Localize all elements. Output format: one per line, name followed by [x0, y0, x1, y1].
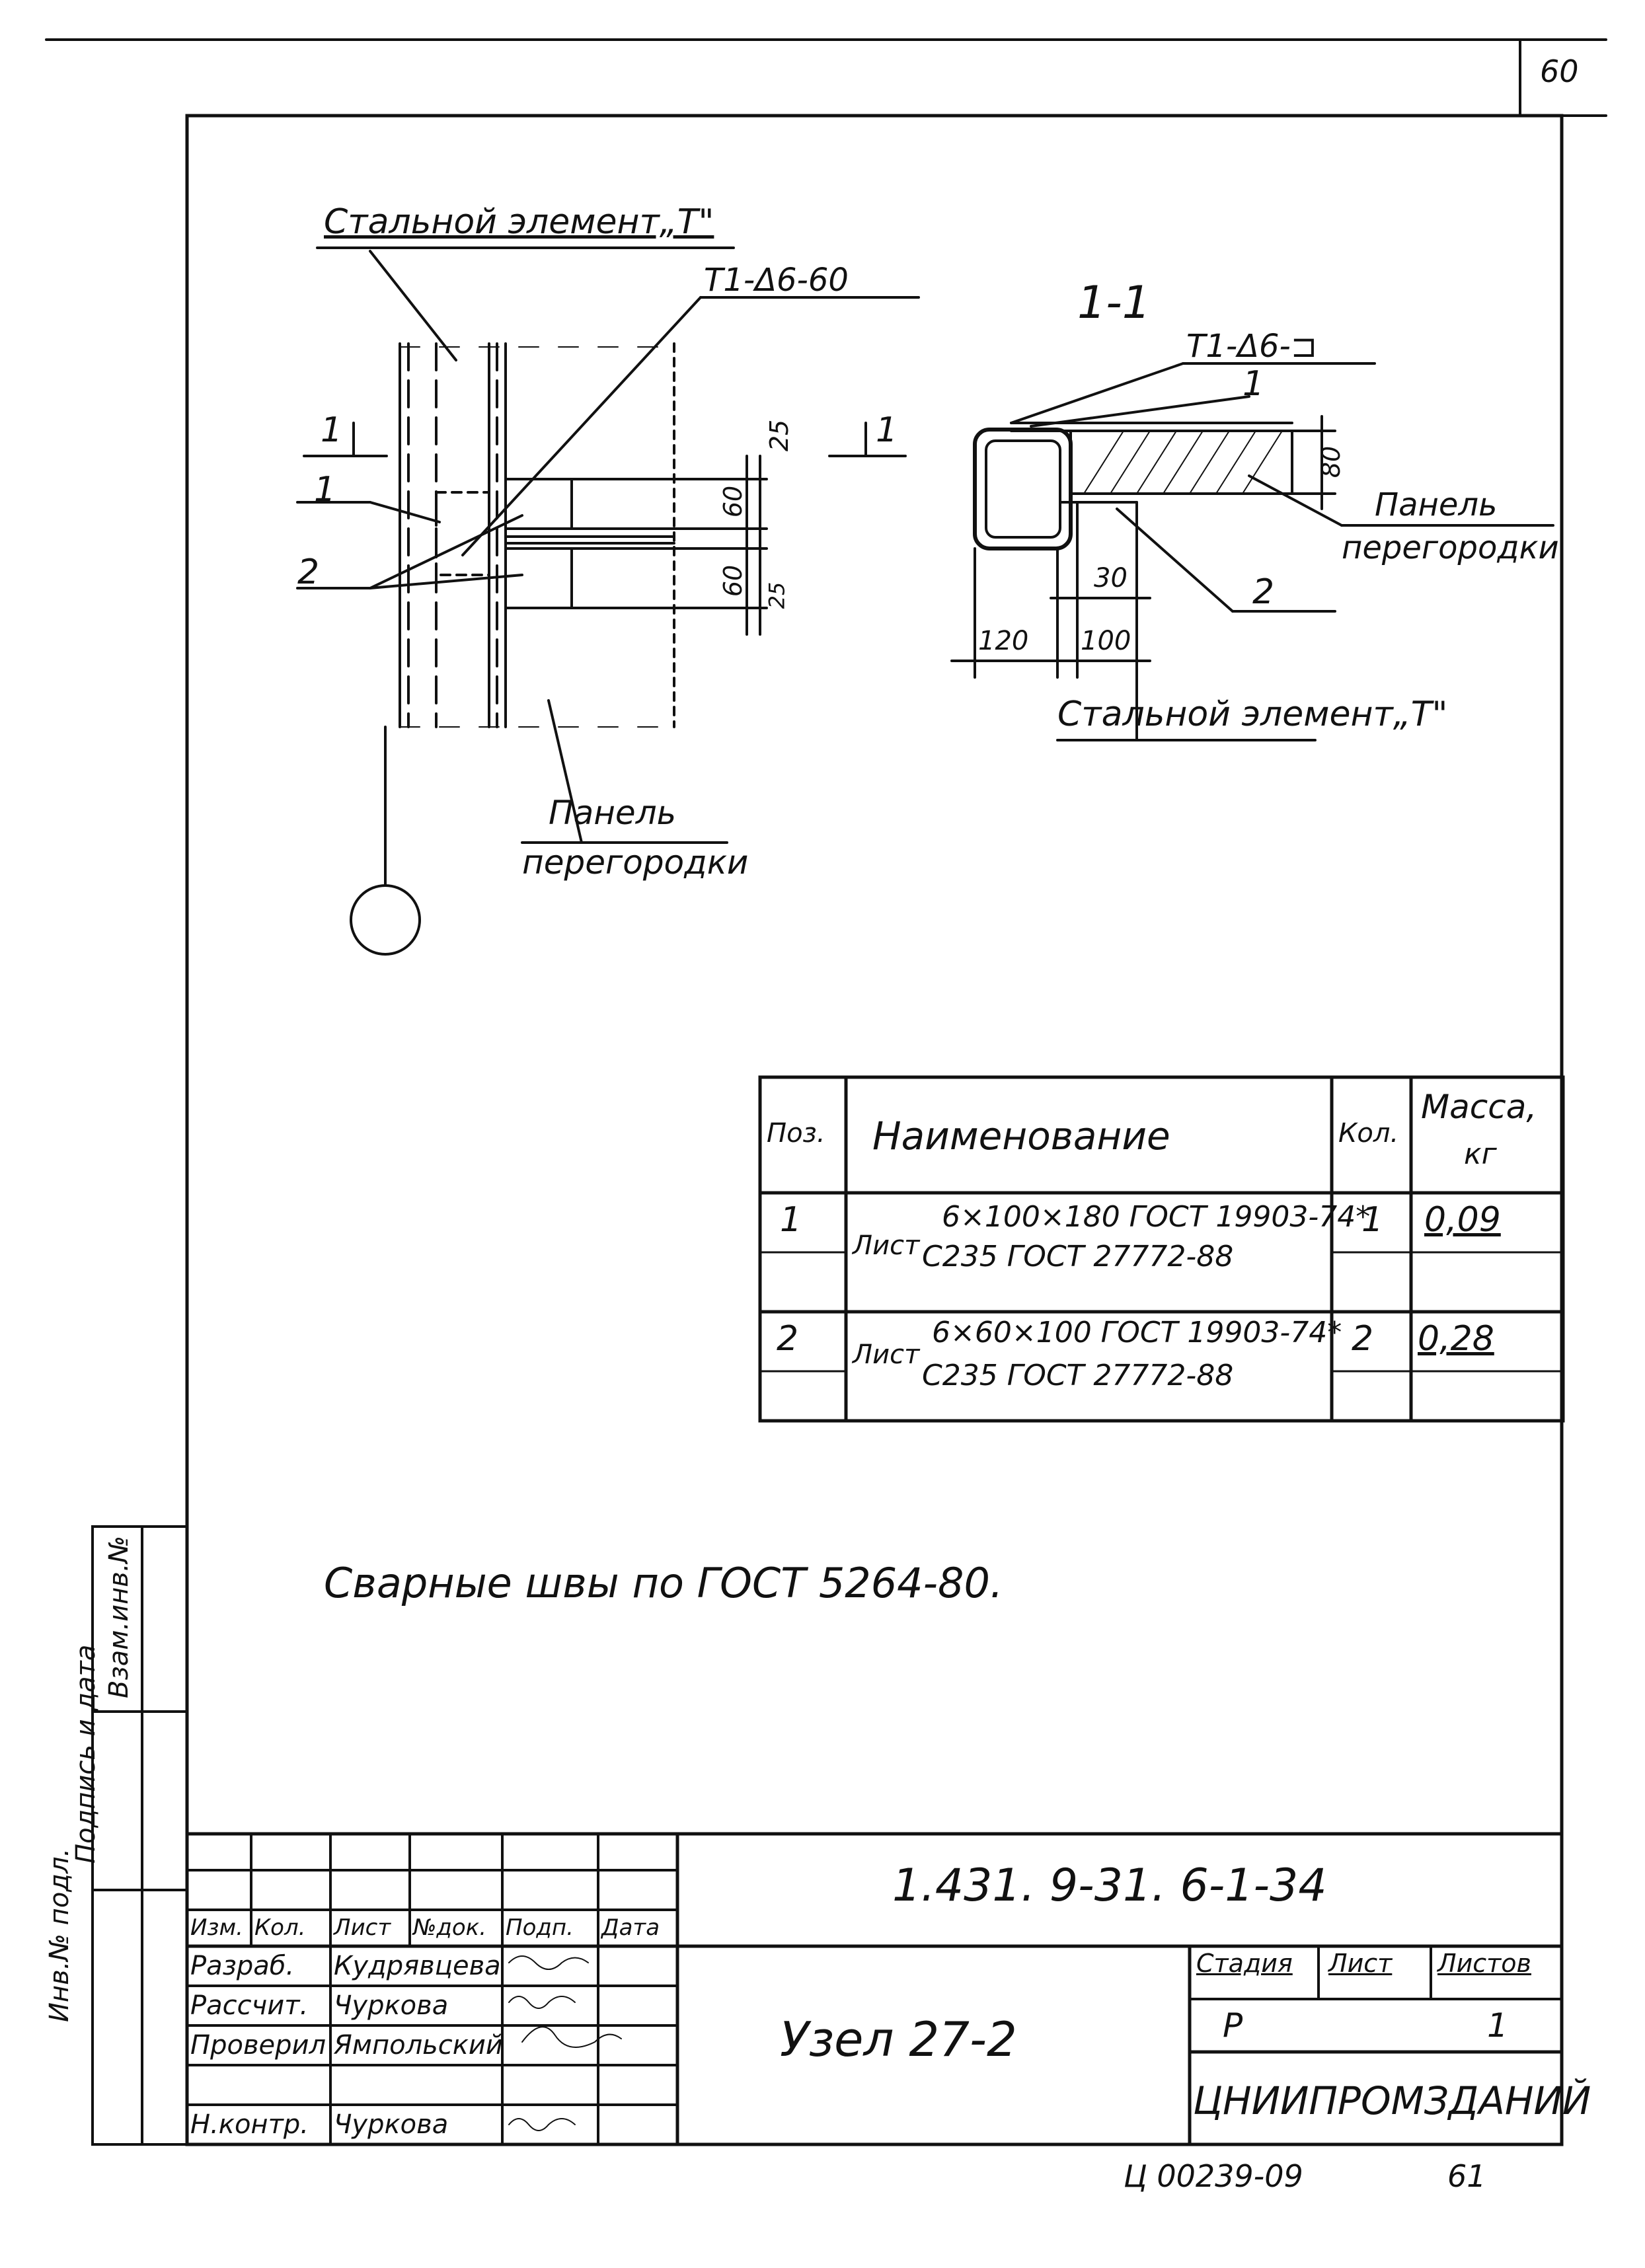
person-name: Чуркова [334, 1990, 449, 2021]
steel-element-label-top: Стальной элемент„Т" [324, 202, 714, 242]
panel-label-right-line2: перегородки [1342, 529, 1559, 566]
position-2-right: 2 [1252, 572, 1275, 612]
spec-row-kind: Лист [853, 1230, 920, 1261]
person-role: Н.контр. [190, 2109, 309, 2140]
title-header-kol: Кол. [254, 1914, 306, 1941]
position-1-left: 1 [314, 470, 336, 510]
sheet-header: Лист [1328, 1949, 1393, 1978]
weld-label-left: Т1-Δ6-60 [704, 262, 849, 299]
dim-25-top: 25 [765, 419, 794, 452]
welding-note: Сварные швы по ГОСТ 5264-80. [324, 1559, 1003, 1607]
person-name: Чуркова [334, 2109, 449, 2140]
section-title: 1-1 [1077, 277, 1151, 329]
spec-row-qty: 1 [1361, 1200, 1384, 1240]
spec-row-qty: 2 [1352, 1319, 1374, 1359]
person-role: Рассчит. [190, 1990, 309, 2021]
right-section [950, 362, 1554, 741]
title-header-podp: Подп. [506, 1914, 574, 1941]
spec-row-kind: Лист [853, 1340, 920, 1370]
dim-100: 100 [1081, 626, 1131, 656]
person-role: Проверил [190, 2030, 326, 2060]
position-1-right: 1 [1243, 364, 1265, 404]
dim-80: 80 [1317, 445, 1346, 478]
side-stamp-inv-podl: Инв.№ подл. [44, 1848, 75, 2022]
panel-label-left-line1: Панель [549, 794, 677, 832]
title-header-izm: Изм. [190, 1914, 243, 1941]
spec-row-line2: С235 ГОСТ 27772-88 [922, 1359, 1234, 1392]
person-name: Ямпольский [334, 2030, 503, 2060]
position-2-left: 2 [297, 552, 320, 592]
spec-row-mass: 0,09 [1424, 1200, 1501, 1240]
dim-60-top: 60 [718, 485, 748, 518]
spec-table-lines [758, 1075, 1565, 1423]
dim-60-bottom: 60 [718, 564, 748, 597]
page-number: 60 [1540, 54, 1579, 89]
spec-header-mass: Масса, [1421, 1088, 1537, 1126]
spec-row-pos: 1 [780, 1200, 802, 1240]
weld-label-right: Т1-Δ6-⊐ [1186, 328, 1318, 365]
signatures [508, 1955, 622, 2131]
person-role: Разраб. [190, 1951, 295, 1981]
steel-element-label-bottom: Стальной элемент„Т" [1057, 695, 1448, 734]
spec-header-name: Наименование [872, 1114, 1170, 1158]
stage-header: Стадия [1196, 1949, 1293, 1978]
spec-header-qty: Кол. [1338, 1118, 1399, 1149]
title-header-data: Дата [601, 1914, 660, 1941]
archive-sheet: 61 [1447, 2158, 1486, 2194]
axis-marker-circle [350, 884, 421, 956]
person-name: Кудрявцева [334, 1951, 501, 1981]
title-header-list: Лист [334, 1914, 391, 1941]
section-marker-right: 1 [876, 410, 898, 450]
organization-name: ЦНИИПРОМЗДАНИЙ [1193, 2078, 1591, 2123]
archive-number: Ц 00239-09 [1124, 2158, 1303, 2194]
dim-120: 120 [978, 626, 1029, 656]
sheets-value: 1 [1487, 2006, 1508, 2045]
drawing-title: Узел 27-2 [780, 2012, 1017, 2067]
spec-row-pos: 2 [777, 1319, 799, 1359]
sheets-header: Листов [1437, 1949, 1531, 1978]
panel-label-right-line1: Панель [1375, 486, 1498, 523]
spec-row-line1: 6×60×100 ГОСТ 19903-74* [932, 1316, 1342, 1349]
spec-row-mass: 0,28 [1418, 1319, 1494, 1359]
dim-25-bottom: 25 [764, 582, 790, 609]
side-stamp-vzam-inv: Взам.инв.№ [104, 1535, 134, 1698]
left-detail [296, 246, 920, 956]
title-block-lines [185, 1832, 1564, 2146]
dim-30: 30 [1094, 563, 1128, 593]
section-marker-left: 1 [321, 410, 343, 450]
spec-header-pos: Поз. [767, 1118, 825, 1149]
document-code: 1.431. 9-31. 6-1-34 [892, 1860, 1327, 1912]
spec-row-line1: 6×100×180 ГОСТ 19903-74* [942, 1200, 1371, 1234]
panel-label-left-line2: перегородки [522, 843, 749, 882]
spec-row-line2: С235 ГОСТ 27772-88 [922, 1240, 1234, 1273]
title-header-ndok: №док. [413, 1914, 487, 1941]
spec-header-mass-unit: кг [1464, 1137, 1497, 1171]
side-stamp-signature-date: Подпись и дата [71, 1644, 101, 1864]
stage-value: Р [1223, 2006, 1243, 2045]
